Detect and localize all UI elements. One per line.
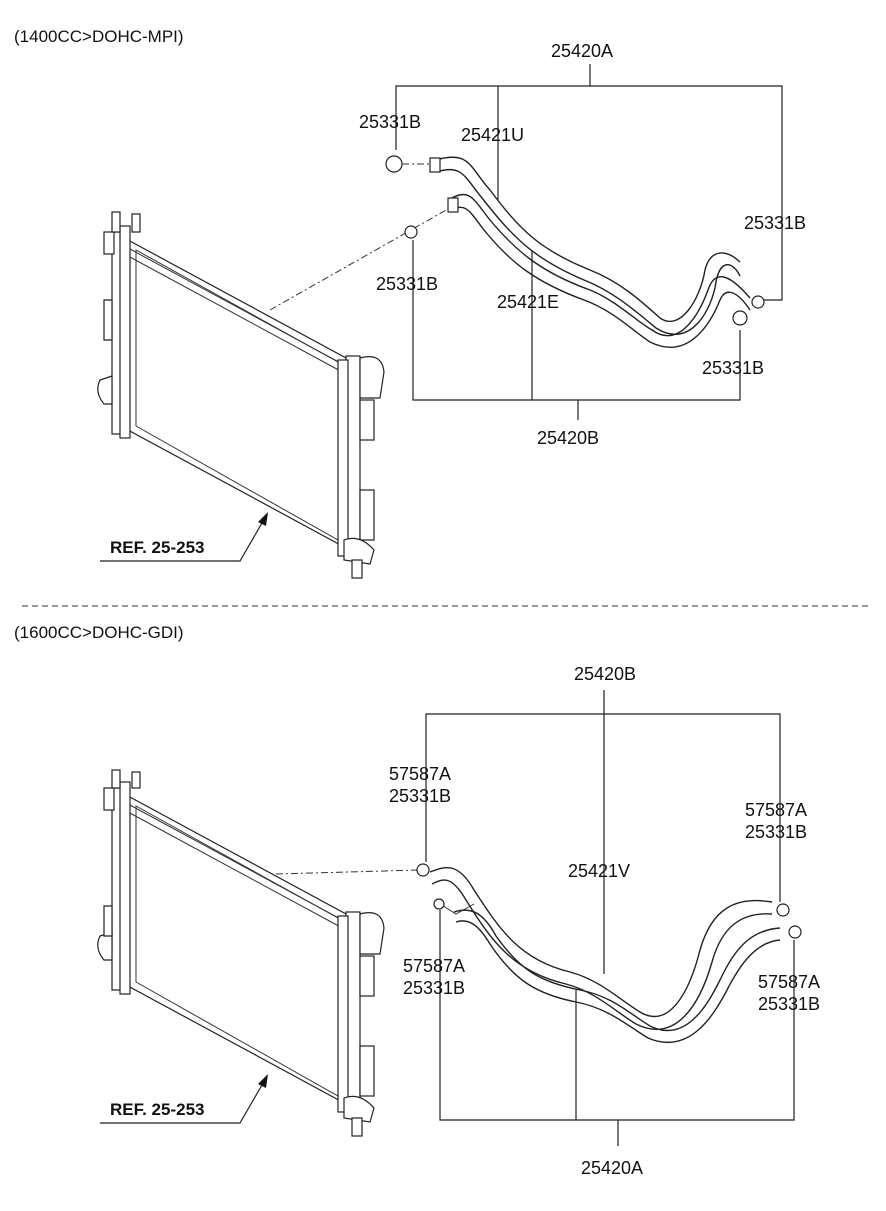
part-label-25331b: 25331B bbox=[702, 358, 764, 378]
hose-assembly-icon bbox=[429, 866, 781, 1044]
clamp-icon bbox=[385, 155, 765, 326]
part-label-57587a: 57587A bbox=[389, 764, 451, 784]
part-label-57587a: 57587A bbox=[403, 956, 465, 976]
section-1600cc: (1600CC>DOHC-GDI) bbox=[14, 623, 820, 1178]
connection-line bbox=[275, 869, 421, 875]
section-1400cc: (1400CC>DOHC-MPI) bbox=[14, 27, 806, 579]
connection-line bbox=[269, 204, 456, 311]
part-label-25421v: 25421V bbox=[568, 861, 630, 881]
section-title: (1400CC>DOHC-MPI) bbox=[14, 27, 184, 46]
part-label-25420a: 25420A bbox=[551, 41, 613, 61]
part-label-25420b: 25420B bbox=[574, 664, 636, 684]
part-label-25331b: 25331B bbox=[745, 822, 807, 842]
part-label-25331b: 25331B bbox=[403, 978, 465, 998]
part-label-25420b: 25420B bbox=[537, 428, 599, 448]
part-label-25331b: 25331B bbox=[758, 994, 820, 1014]
leader-lines bbox=[425, 690, 795, 1146]
part-label-25331b: 25331B bbox=[376, 274, 438, 294]
ref-callout: REF. 25-253 bbox=[100, 512, 268, 562]
part-label-25421e: 25421E bbox=[497, 292, 559, 312]
part-label-25331b: 25331B bbox=[389, 786, 451, 806]
part-label-57587a: 57587A bbox=[745, 800, 807, 820]
part-label-25420a: 25420A bbox=[581, 1158, 643, 1178]
hose-assembly-icon bbox=[429, 156, 751, 348]
part-label-57587a: 57587A bbox=[758, 972, 820, 992]
part-label-25331b: 25331B bbox=[744, 213, 806, 233]
part-label-25331b: 25331B bbox=[359, 112, 421, 132]
leader-lines bbox=[395, 64, 783, 420]
ref-label: REF. 25-253 bbox=[110, 538, 205, 557]
part-label-25421u: 25421U bbox=[461, 125, 524, 145]
section-title: (1600CC>DOHC-GDI) bbox=[14, 623, 184, 642]
clip-icon bbox=[416, 863, 802, 939]
ref-label: REF. 25-253 bbox=[110, 1100, 205, 1119]
radiator-icon bbox=[97, 211, 385, 579]
ref-callout: REF. 25-253 bbox=[100, 1074, 268, 1124]
radiator-icon bbox=[97, 769, 385, 1137]
